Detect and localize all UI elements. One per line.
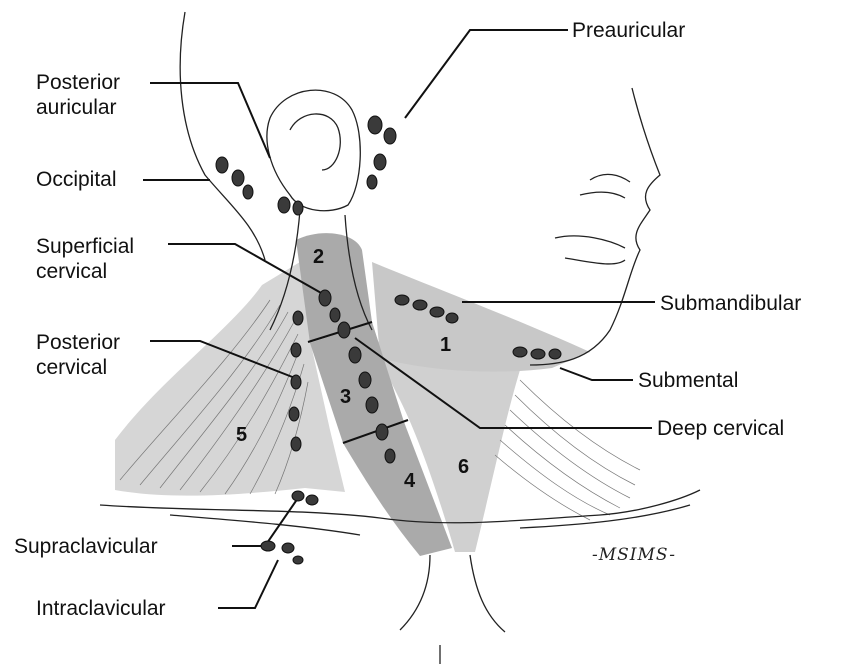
deep-cervical-node xyxy=(338,322,350,338)
preauricular-node xyxy=(368,116,382,134)
posterior-auricular-node xyxy=(278,197,290,213)
artist-signature: -MSIMS- xyxy=(592,545,676,565)
level-1-number: 1 xyxy=(440,334,451,357)
label-supraclavicular: Supraclavicular xyxy=(14,534,158,559)
label-submandibular: Submandibular xyxy=(660,291,801,316)
label-posterior-cervical: Posterior cervical xyxy=(36,330,156,380)
level-6-number: 6 xyxy=(458,456,469,479)
submental-node xyxy=(513,347,527,357)
occipital-node xyxy=(216,157,228,173)
submandibular-node xyxy=(395,295,409,305)
label-preauricular: Preauricular xyxy=(572,18,685,43)
intraclavicular-node xyxy=(261,541,275,551)
level-3-number: 3 xyxy=(340,386,351,409)
supraclavicular-node xyxy=(292,491,304,501)
level-2-number: 2 xyxy=(313,246,324,269)
label-intraclavicular: Intraclavicular xyxy=(36,596,166,621)
level-5-number: 5 xyxy=(236,424,247,447)
superficial-cervical-node xyxy=(319,290,331,306)
label-submental: Submental xyxy=(638,368,738,393)
label-superficial-cervical: Superficial cervical xyxy=(36,234,186,284)
level-4-number: 4 xyxy=(404,470,415,493)
label-posterior-auricular: Posterior auricular xyxy=(36,70,186,120)
label-occipital: Occipital xyxy=(36,167,117,192)
label-deep-cervical: Deep cervical xyxy=(657,416,784,441)
posterior-cervical-node xyxy=(293,311,303,325)
